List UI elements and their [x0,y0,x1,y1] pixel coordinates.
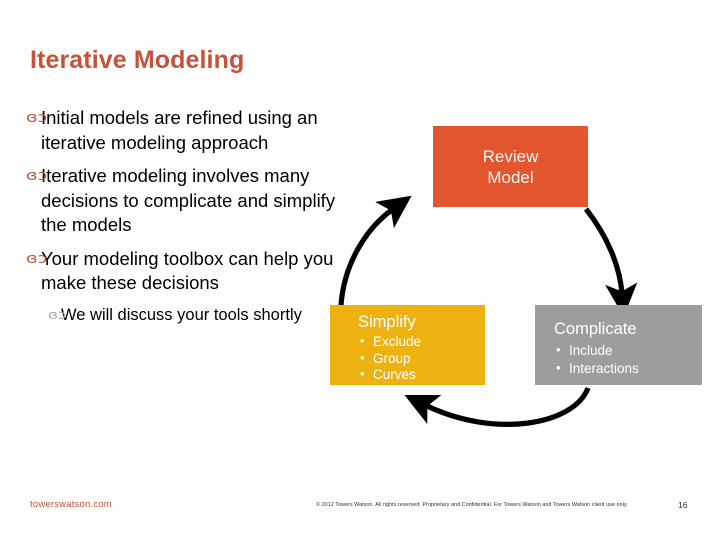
cycle-node-item: Curves [358,366,485,384]
list-item-label: Initial models are refined using an iter… [41,107,318,153]
sub-list-item-label: We will discuss your tools shortly [61,305,302,324]
ornamental-bullet-icon: ɞɔ [26,168,48,184]
cycle-node-title: Complicate [554,320,637,338]
cycle-node-title: Simplify [358,313,416,331]
ornamental-sub-bullet-icon: ɞɔ [48,307,67,322]
cycle-node-item: Group [358,350,485,368]
ornamental-bullet-icon: ɞɔ [26,250,48,267]
cycle-node-simplify[interactable]: Simplify Exclude Group Curves [330,305,485,385]
list-item: ɞɔ Your modeling toolbox can help you ma… [26,247,336,296]
list-item-label: Your modeling toolbox can help you make … [41,247,334,294]
cycle-node-item: Include [554,341,702,360]
arrow-review-to-complicate [583,207,638,317]
footer-legal-text: © 2012 Towers Watson. All rights reserve… [316,502,628,508]
cycle-node-item: Exclude [358,333,485,351]
footer-website-link[interactable]: towerswatson.com [30,499,112,510]
sub-list-item: ɞɔ We will discuss your tools shortly [48,305,336,327]
list-item-label: Iterative modeling involves many decisio… [41,165,336,235]
list-item: ɞɔ Iterative modeling involves many deci… [26,164,336,238]
footer-page-number: 16 [678,500,688,510]
cycle-arrows-group [338,195,638,427]
cycle-node-item-list: Include Interactions [554,341,702,378]
cycle-node-item: Interactions [554,359,702,378]
list-item: ɞɔ Initial models are refined using an i… [26,106,336,155]
cycle-node-item-list: Exclude Group Curves [358,333,485,384]
arrow-complicate-to-simplify [404,386,591,427]
cycle-node-complicate[interactable]: Complicate Include Interactions [535,305,702,385]
page-title: Iterative Modeling [30,46,245,74]
ornamental-bullet-icon: ɞɔ [26,110,48,126]
arrow-simplify-to-review [338,195,412,306]
body-bullet-list: ɞɔ Initial models are refined using an i… [26,106,336,335]
